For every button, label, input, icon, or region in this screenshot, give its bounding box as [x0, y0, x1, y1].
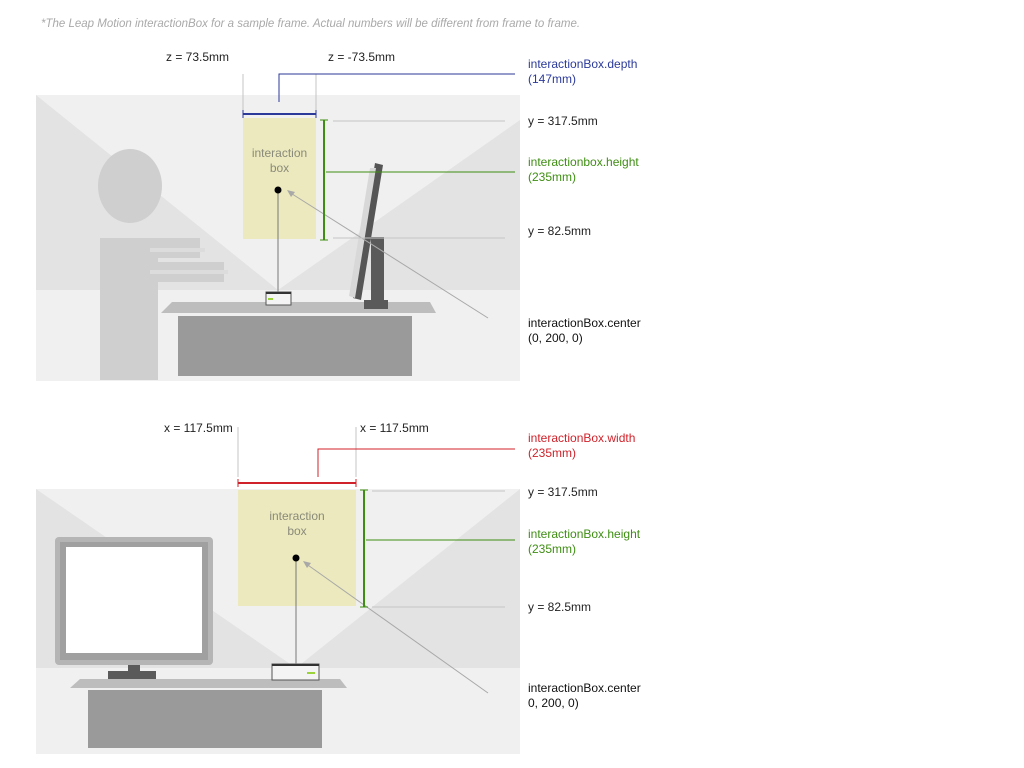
person-head: [98, 149, 162, 223]
front-y-top-label: y = 317.5mm: [528, 485, 598, 499]
front-y-bottom-label: y = 82.5mm: [528, 600, 592, 614]
front-light-cone-right: [296, 489, 520, 668]
figure-caption: *The Leap Motion interactionBox for a sa…: [41, 18, 581, 30]
front-box-label-line2: box: [287, 524, 307, 538]
front-leap-indicator: [307, 672, 315, 674]
person-body: [100, 238, 158, 380]
front-center-leader: [304, 562, 489, 694]
monitor-front-screen: [66, 547, 202, 653]
side-z-left-label: z = 73.5mm: [166, 50, 230, 64]
side-center-leader-arrow: [287, 190, 295, 197]
monitor-side-highlight: [349, 168, 376, 298]
front-center-dot: [292, 554, 300, 562]
front-desk-top: [70, 679, 347, 688]
side-center-title: interactionBox.center: [528, 316, 641, 330]
front-x-right-label: x = 117.5mm: [360, 421, 429, 435]
front-desk-body: [88, 690, 322, 748]
front-view-scene: [36, 427, 520, 754]
front-center-value: 0, 200, 0): [528, 696, 579, 710]
monitor-side-panel: [353, 163, 383, 300]
person-hand-finger-lower: [150, 270, 228, 274]
side-height-title: interactionbox.height: [528, 155, 639, 169]
depth-value: (147mm): [528, 72, 577, 86]
width-value: (235mm): [528, 446, 577, 460]
side-z-right-label: z = -73.5mm: [328, 50, 396, 64]
side-height-value: (235mm): [528, 170, 577, 184]
side-desk-top: [161, 302, 436, 313]
side-interaction-box: [243, 118, 316, 239]
width-callout-line: [317, 448, 515, 477]
front-height-value: (235mm): [528, 542, 577, 556]
side-center-value: (0, 200, 0): [528, 331, 583, 345]
person-hand-finger: [150, 248, 205, 252]
side-leap-indicator: [268, 298, 273, 300]
front-leap-device-top: [272, 664, 319, 666]
side-box-label-line2: box: [269, 161, 290, 175]
front-interaction-box: [238, 490, 356, 606]
monitor-front-neck: [128, 665, 140, 673]
side-view-scene: [36, 73, 520, 381]
side-center-leader: [288, 191, 489, 319]
front-height-title: interactionBox.height: [528, 527, 641, 541]
front-x-left-label: x = 117.5mm: [164, 421, 233, 435]
side-center-dot: [274, 186, 282, 194]
side-light-cone-right: [278, 120, 520, 290]
front-center-leader-arrow: [303, 561, 311, 568]
width-title: interactionBox.width: [528, 431, 636, 445]
side-desk-body: [178, 316, 412, 376]
side-leap-device-top: [266, 292, 291, 294]
side-y-top-label: y = 317.5mm: [528, 114, 598, 128]
monitor-front-base: [108, 671, 156, 680]
side-box-label-line1: interaction: [251, 146, 308, 160]
depth-title: interactionBox.depth: [528, 57, 638, 71]
front-center-title: interactionBox.center: [528, 681, 641, 695]
monitor-side-foot: [364, 300, 388, 309]
front-box-label-line1: interaction: [269, 509, 325, 523]
depth-callout-line: [278, 73, 515, 102]
side-y-bottom-label: y = 82.5mm: [528, 224, 592, 238]
monitor-side-stand: [371, 237, 384, 303]
